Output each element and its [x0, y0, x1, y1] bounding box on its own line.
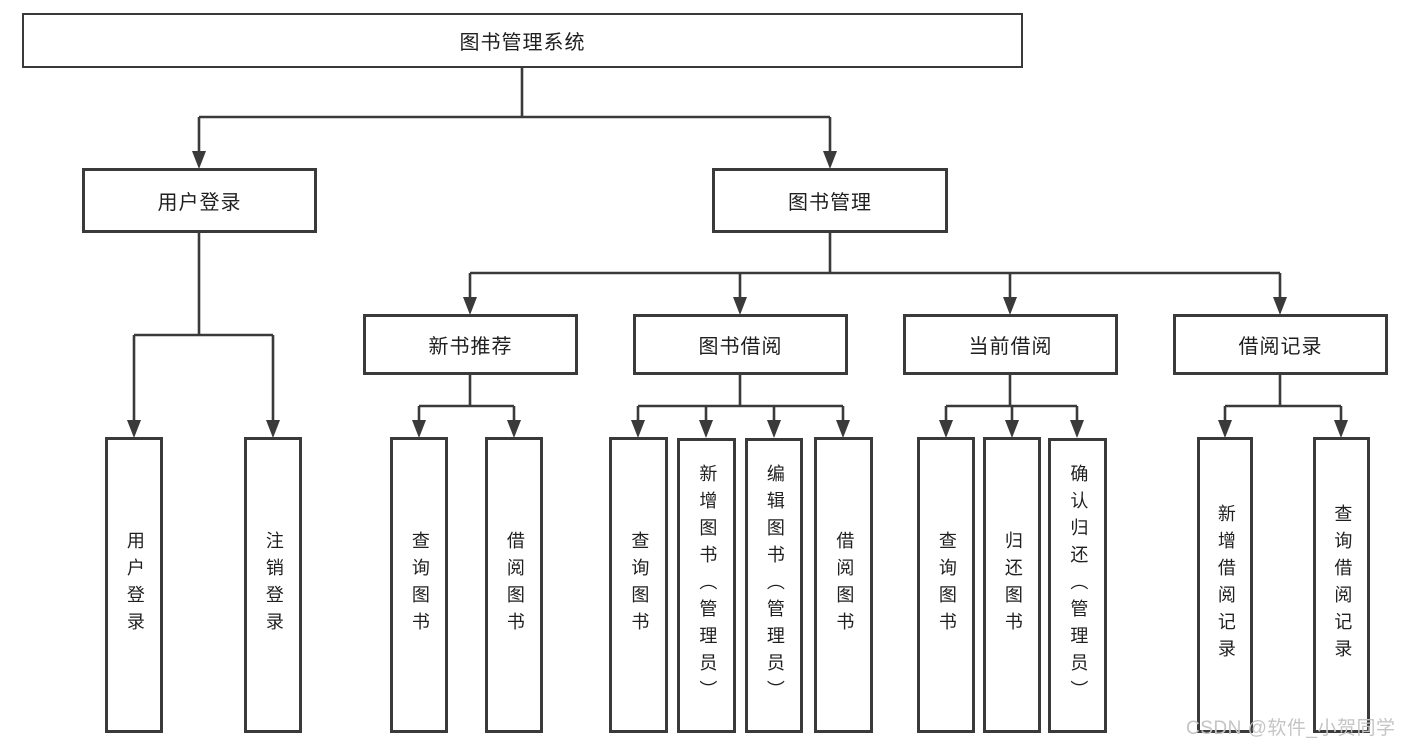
leaf-bb-edit-books-admin: 编辑图书（管理员） — [745, 438, 803, 733]
node-root: 图书管理系统 — [22, 13, 1023, 68]
node-borrowing-records: 借阅记录 — [1173, 314, 1388, 375]
leaf-nb-query-books: 查询图书 — [390, 437, 448, 733]
leaf-bb-query-books: 查询图书 — [609, 437, 668, 733]
node-book-management: 图书管理 — [712, 168, 948, 233]
leaf-cb-confirm-return-admin: 确认归还（管理员） — [1048, 438, 1107, 733]
leaf-nb-borrow-books: 借阅图书 — [485, 437, 543, 733]
leaf-cb-query-books: 查询图书 — [917, 437, 975, 733]
leaf-user-login: 用户登录 — [105, 437, 163, 733]
leaf-cb-return-books: 归还图书 — [983, 437, 1041, 733]
leaf-bb-add-books-admin: 新增图书（管理员） — [677, 438, 736, 733]
node-book-borrowing: 图书借阅 — [633, 314, 848, 375]
csdn-watermark: CSDN @软件_小贺同学 — [1186, 718, 1396, 739]
node-user-login: 用户登录 — [82, 168, 317, 233]
leaf-br-add-record: 新增借阅记录 — [1197, 437, 1253, 733]
leaf-bb-borrow-books: 借阅图书 — [814, 437, 873, 733]
node-current-borrowing: 当前借阅 — [903, 314, 1118, 375]
leaf-logout: 注销登录 — [244, 437, 302, 733]
leaf-br-query-record: 查询借阅记录 — [1313, 437, 1370, 733]
node-new-book-recommend: 新书推荐 — [363, 314, 578, 375]
